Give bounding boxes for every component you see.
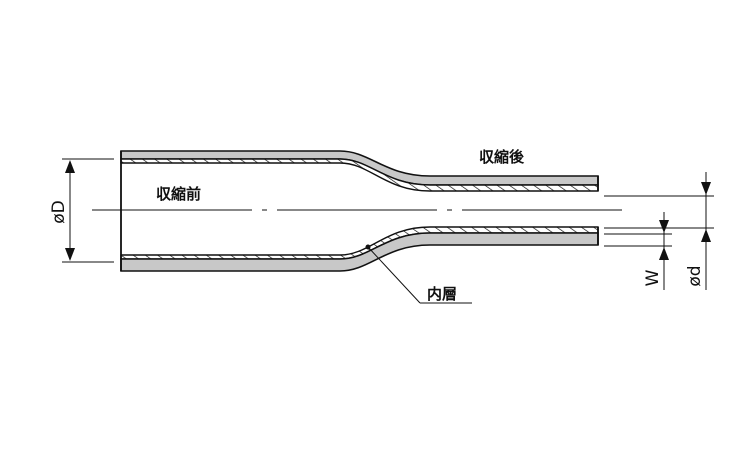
label-before-shrink: 収縮前: [156, 185, 201, 203]
id-label: ød: [685, 265, 705, 286]
id-arrow-top: [701, 182, 711, 195]
top-outer-jacket: [120, 150, 599, 186]
od-label: øD: [49, 200, 69, 224]
od-arrow-top: [65, 160, 75, 173]
leader-line: [367, 246, 421, 304]
od-arrow-bottom: [65, 248, 75, 261]
w-arrow-top: [659, 220, 669, 233]
w-label: W: [643, 269, 663, 286]
label-inner-layer: 内層: [427, 285, 457, 303]
w-arrow-bottom: [659, 247, 669, 260]
label-after-shrink: 収縮後: [479, 148, 525, 166]
id-arrow-bottom: [701, 229, 711, 242]
